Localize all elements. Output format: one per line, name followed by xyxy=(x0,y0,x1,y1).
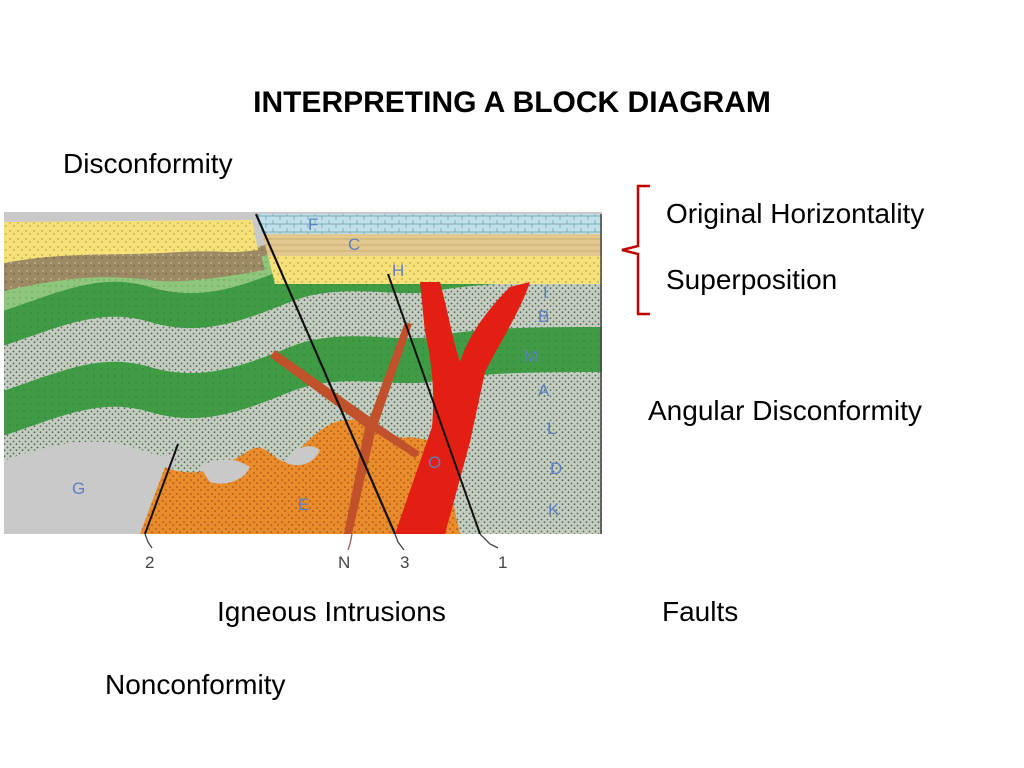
term-angular-disconformity: Angular Disconformity xyxy=(648,395,922,426)
slide-title: INTERPRETING A BLOCK DIAGRAM xyxy=(253,86,771,119)
label-e: E xyxy=(298,495,309,514)
term-original-horizontality: Original Horizontality xyxy=(666,198,925,229)
fault-number-3: 3 xyxy=(400,553,409,572)
label-n: N xyxy=(338,553,350,572)
fault-number-2: 2 xyxy=(145,553,154,572)
term-igneous-intrusions: Igneous Intrusions xyxy=(217,596,446,627)
term-disconformity: Disconformity xyxy=(63,148,233,179)
label-g: G xyxy=(72,479,85,498)
block-diagram: F C H I B M A L D K O E G N 2 3 1 xyxy=(4,212,602,572)
label-k: K xyxy=(548,500,560,519)
label-f: F xyxy=(308,215,318,234)
fault-number-1: 1 xyxy=(498,553,507,572)
grouping-bracket xyxy=(621,184,650,316)
label-a: A xyxy=(538,381,550,400)
label-b: B xyxy=(538,307,549,326)
term-superposition: Superposition xyxy=(666,264,838,295)
term-faults: Faults xyxy=(662,596,739,627)
label-c: C xyxy=(348,235,360,254)
label-m: M xyxy=(524,347,538,366)
label-d: D xyxy=(550,459,562,478)
label-o: O xyxy=(428,453,441,472)
label-l: L xyxy=(547,419,556,438)
term-nonconformity: Nonconformity xyxy=(105,669,286,700)
label-h: H xyxy=(392,261,404,280)
label-i: I xyxy=(543,283,548,302)
